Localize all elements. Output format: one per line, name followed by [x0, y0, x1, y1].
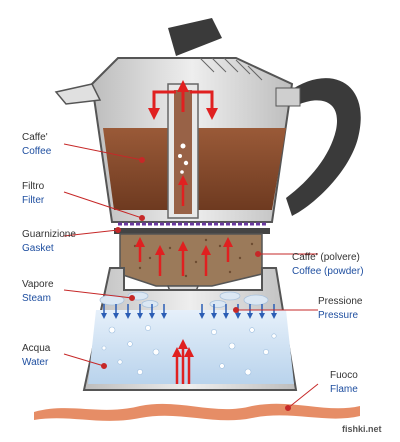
water-rise-arrows — [172, 339, 194, 384]
lid-knob — [168, 18, 222, 56]
powder-flow-arrows — [135, 237, 233, 276]
label-gasket-en: Gasket — [22, 243, 54, 254]
handle — [286, 78, 361, 216]
column-bubbles — [178, 143, 189, 174]
label-flame-it: Fuoco — [330, 370, 358, 381]
label-water-it: Acqua — [22, 343, 51, 354]
steam-clouds — [99, 291, 269, 308]
label-coffee-en: Coffee — [22, 146, 52, 157]
flame — [34, 403, 360, 421]
spout — [54, 83, 102, 105]
boiler-water — [88, 310, 294, 384]
label-filter-it: Filtro — [22, 181, 45, 192]
label-steam-en: Steam — [22, 293, 51, 304]
label-water-en: Water — [22, 357, 49, 368]
label-powder-it: Caffe' (polvere) — [292, 252, 360, 263]
water-bubbles — [101, 325, 277, 376]
gasket — [114, 228, 270, 234]
coffee-powder — [119, 233, 263, 287]
handle-bracket — [275, 87, 301, 107]
label-pressure-en: Pressure — [318, 310, 358, 321]
label-coffee-it: Caffe' — [22, 132, 48, 143]
label-steam-it: Vapore — [22, 279, 54, 290]
watermark: fishki.net — [342, 424, 382, 434]
label-powder-en: Coffee (powder) — [292, 266, 364, 277]
coffee-outflow-arrows — [148, 80, 218, 120]
label-filter-en: Filter — [22, 195, 45, 206]
label-gasket-it: Guarnizione — [22, 229, 76, 240]
label-flame-en: Flame — [330, 384, 358, 395]
label-pressure-it: Pressione — [318, 296, 363, 307]
leader-lines — [63, 143, 319, 411]
lid-hatching — [199, 57, 263, 81]
